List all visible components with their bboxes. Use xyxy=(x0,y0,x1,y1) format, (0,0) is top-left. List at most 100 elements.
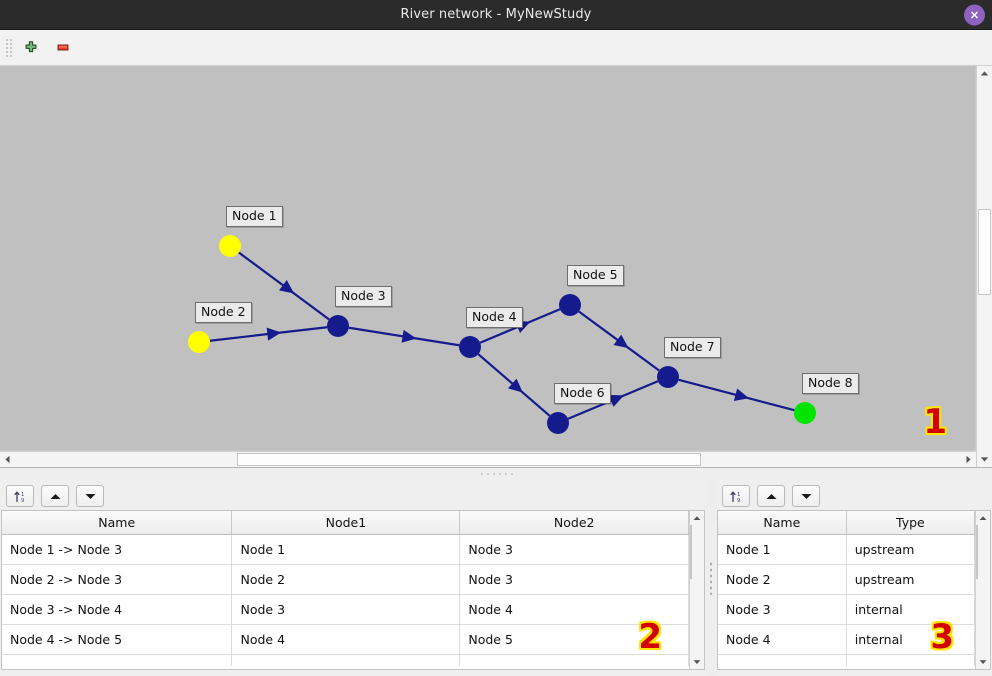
node-label-node1[interactable]: Node 1 xyxy=(226,206,283,227)
main-toolbar xyxy=(0,30,992,66)
edge-arrowhead xyxy=(733,388,750,402)
reaches-cell-r2-c0[interactable]: Node 3 -> Node 4 xyxy=(2,594,233,625)
node-label-node4[interactable]: Node 4 xyxy=(466,307,523,328)
title-bar: River network - MyNewStudy xyxy=(0,0,992,30)
nodes-cell-r0-c0[interactable]: Node 1 xyxy=(718,534,847,565)
nodes-cell-r1-c0[interactable]: Node 2 xyxy=(718,564,847,595)
graph-node-node1[interactable] xyxy=(219,235,241,257)
hscroll-track[interactable] xyxy=(15,452,961,467)
nodes-scroll-down-icon[interactable] xyxy=(976,655,990,669)
hscroll-thumb[interactable] xyxy=(237,453,701,466)
reaches-cell-r0-c2[interactable]: Node 3 xyxy=(459,534,689,565)
node-label-node6[interactable]: Node 6 xyxy=(554,383,611,404)
sort-icon[interactable]: 1 9 xyxy=(6,485,34,507)
edge-arrowhead xyxy=(608,394,624,407)
delete-node-icon[interactable] xyxy=(50,35,76,61)
scroll-up-icon[interactable] xyxy=(977,66,992,81)
node-label-node8[interactable]: Node 8 xyxy=(802,373,859,394)
node-label-node2[interactable]: Node 2 xyxy=(195,302,252,323)
toolbar-drag-handle[interactable] xyxy=(4,36,13,59)
graph-node-node4[interactable] xyxy=(459,336,481,358)
reaches-cell-r3-c2[interactable]: Node 5 xyxy=(459,624,689,655)
svg-text:9: 9 xyxy=(21,498,24,504)
reaches-scroll-down-icon[interactable] xyxy=(690,655,704,669)
move-down-icon[interactable] xyxy=(76,485,104,507)
nodes-vertical-scrollbar[interactable] xyxy=(975,511,990,669)
scroll-down-icon[interactable] xyxy=(977,452,992,467)
reaches-vertical-scrollbar[interactable] xyxy=(689,511,704,669)
svg-text:1: 1 xyxy=(21,492,24,498)
network-canvas[interactable]: Node 1 Node 2 Node 3 Node 4 Node 5 Node 6 Node… xyxy=(0,66,976,451)
reaches-column-header-1[interactable]: Node1 xyxy=(231,511,461,535)
reaches-column-header-0[interactable]: Name xyxy=(2,511,233,535)
reaches-cell-r3-c1[interactable]: Node 4 xyxy=(231,624,461,655)
node-label-node5[interactable]: Node 5 xyxy=(567,265,624,286)
nodes-column-header-1[interactable]: Type xyxy=(846,511,975,535)
node-label-node3[interactable]: Node 3 xyxy=(335,286,392,307)
graph-node-node2[interactable] xyxy=(188,331,210,353)
reaches-scroll-up-icon[interactable] xyxy=(690,511,704,525)
reaches-vscroll-thumb[interactable] xyxy=(690,525,692,579)
reaches-empty-row xyxy=(2,654,689,666)
reaches-cell-r1-c2[interactable]: Node 3 xyxy=(459,564,689,595)
nodes-cell-r3-c0[interactable]: Node 4 xyxy=(718,624,847,655)
move-up-icon[interactable] xyxy=(41,485,69,507)
reaches-cell-r0-c0[interactable]: Node 1 -> Node 3 xyxy=(2,534,233,565)
graph-node-node5[interactable] xyxy=(559,294,581,316)
sort-icon[interactable]: 1 9 xyxy=(722,485,750,507)
reaches-cell-r1-c1[interactable]: Node 2 xyxy=(231,564,461,595)
scroll-left-icon[interactable] xyxy=(0,452,15,467)
edge-arrowhead xyxy=(266,327,282,341)
move-up-icon[interactable] xyxy=(757,485,785,507)
reaches-column-header-2[interactable]: Node2 xyxy=(459,511,689,535)
graph-node-node3[interactable] xyxy=(327,315,349,337)
nodes-vscroll-track[interactable] xyxy=(976,525,990,655)
reaches-cell-r1-c0[interactable]: Node 2 -> Node 3 xyxy=(2,564,233,595)
reaches-cell-r0-c1[interactable]: Node 1 xyxy=(231,534,461,565)
diagram-vertical-scrollbar[interactable] xyxy=(976,66,992,467)
reaches-vscroll-track[interactable] xyxy=(690,525,704,655)
nodes-vscroll-thumb[interactable] xyxy=(976,525,978,579)
graph-node-node6[interactable] xyxy=(547,412,569,434)
graph-node-node8[interactable] xyxy=(794,402,816,424)
reaches-cell-r2-c2[interactable]: Node 4 xyxy=(459,594,689,625)
horizontal-splitter[interactable] xyxy=(0,467,992,479)
nodes-cell-r2-c0[interactable]: Node 3 xyxy=(718,594,847,625)
close-icon[interactable] xyxy=(964,4,985,25)
vscroll-thumb[interactable] xyxy=(978,209,991,295)
reaches-cell-r2-c1[interactable]: Node 3 xyxy=(231,594,461,625)
window-title: River network - MyNewStudy xyxy=(400,7,592,22)
vertical-splitter[interactable] xyxy=(706,479,716,676)
move-down-icon[interactable] xyxy=(792,485,820,507)
diagram-horizontal-scrollbar[interactable] xyxy=(0,451,976,467)
nodes-scroll-up-icon[interactable] xyxy=(976,511,990,525)
node-label-node7[interactable]: Node 7 xyxy=(664,337,721,358)
reaches-cell-r3-c0[interactable]: Node 4 -> Node 5 xyxy=(2,624,233,655)
nodes-cell-r0-c1[interactable]: upstream xyxy=(846,534,975,565)
nodes-column-header-0[interactable]: Name xyxy=(718,511,847,535)
vscroll-track[interactable] xyxy=(977,81,992,452)
scroll-right-icon[interactable] xyxy=(961,452,976,467)
nodes-cell-r2-c1[interactable]: internal xyxy=(846,594,975,625)
nodes-cell-r1-c1[interactable]: upstream xyxy=(846,564,975,595)
nodes-cell-r3-c1[interactable]: internal xyxy=(846,624,975,655)
add-node-icon[interactable] xyxy=(18,35,44,61)
nodes-empty-row xyxy=(718,654,975,666)
graph-node-node7[interactable] xyxy=(657,366,679,388)
